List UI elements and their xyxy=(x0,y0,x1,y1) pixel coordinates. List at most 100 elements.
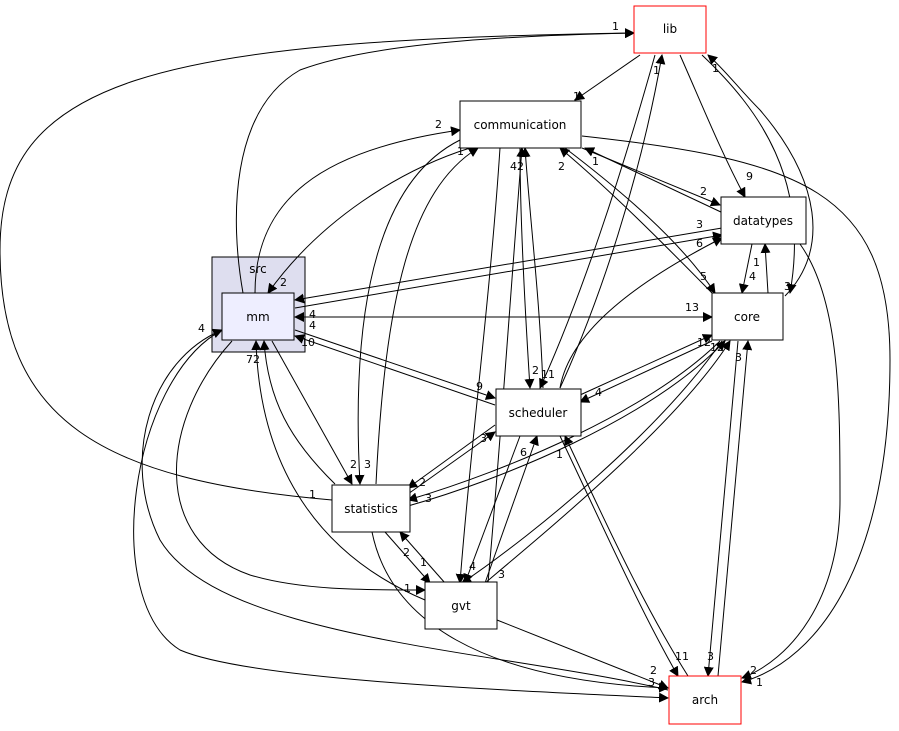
edge-label: 6 xyxy=(520,446,527,459)
node-scheduler-label: scheduler xyxy=(509,406,568,420)
edge-core-gvt xyxy=(461,340,723,584)
edge-label: 11 xyxy=(541,368,555,381)
edge-label: 2 xyxy=(750,664,757,677)
node-gvt-box xyxy=(424,581,498,630)
node-communication-label: communication xyxy=(474,118,567,132)
edge-communication-statistics xyxy=(354,139,461,485)
edge-label: 1 xyxy=(556,448,563,461)
node-lib-box xyxy=(633,5,707,54)
edge-label: 4 xyxy=(198,322,205,335)
edge-core-communication xyxy=(559,147,713,294)
edge-label: 1 xyxy=(612,20,619,33)
edge-scheduler-core xyxy=(579,334,713,396)
edge-scheduler-datatypes xyxy=(559,237,723,389)
edge-datatypes-arch xyxy=(741,243,841,680)
node-scheduler[interactable]: scheduler xyxy=(495,388,582,437)
edge-label: 5 xyxy=(700,270,707,283)
edge-statistics-lib xyxy=(0,28,635,501)
edge-label: 1 xyxy=(573,90,580,103)
cluster-label: src xyxy=(249,262,267,276)
edge-labels-layer: 1 1 1 1 1 2 2 9 42 2 1 2 2 11 3 6 5 1 4 … xyxy=(198,20,791,689)
edge-gvt-mm xyxy=(251,340,426,601)
edge-scheduler-arch xyxy=(559,435,679,677)
edge-label: 1 xyxy=(712,62,719,75)
edge-datatypes-mm xyxy=(294,227,723,304)
node-gvt-label: gvt xyxy=(451,599,471,613)
edge-mm-datatypes xyxy=(294,231,723,309)
edge-label: 2 xyxy=(435,118,442,131)
edge-label: 2 xyxy=(650,664,657,677)
edge-scheduler-gvt xyxy=(463,435,521,584)
node-datatypes-label: datatypes xyxy=(733,214,793,228)
edge-statistics-scheduler xyxy=(407,431,496,495)
edge-scheduler-statistics xyxy=(407,424,496,489)
edge-label: 2 xyxy=(350,458,357,471)
edge-statistics-communication xyxy=(375,147,479,485)
edge-mm-gvt xyxy=(176,340,426,595)
edge-statistics-core xyxy=(407,340,726,507)
edge-lib-communication xyxy=(574,54,641,101)
edge-mm-scheduler xyxy=(294,329,496,400)
edge-label: 3 xyxy=(480,432,487,445)
node-mm[interactable]: mm xyxy=(221,292,295,341)
edge-label: 2 xyxy=(700,185,707,198)
node-mm-label: mm xyxy=(246,310,269,324)
edge-label: 4 xyxy=(309,308,316,321)
edges-layer xyxy=(0,28,891,703)
edge-label: 9 xyxy=(476,380,483,393)
node-communication-box xyxy=(459,100,582,149)
edge-label: 1 xyxy=(753,256,760,269)
node-gvt[interactable]: gvt xyxy=(424,581,498,630)
edge-communication-gvt xyxy=(455,147,501,584)
edge-communication-mm xyxy=(267,147,471,294)
edge-label: 4 xyxy=(749,270,756,283)
edge-arch-scheduler xyxy=(564,435,689,677)
node-datatypes[interactable]: datatypes xyxy=(720,196,807,245)
edge-gvt-statistics xyxy=(399,531,446,584)
node-arch-label: arch xyxy=(692,693,718,707)
node-core-box xyxy=(711,292,784,341)
node-core-label: core xyxy=(734,310,760,324)
edge-statistics-arch xyxy=(371,531,669,693)
edge-label: 2 xyxy=(419,476,426,489)
edge-label: 3 xyxy=(498,568,505,581)
edge-label: 4 xyxy=(595,386,602,399)
edge-label: 72 xyxy=(246,353,260,366)
edge-label: 4 xyxy=(469,560,476,573)
edge-gvt-core xyxy=(484,340,731,584)
edge-label: 12 xyxy=(710,341,724,354)
edge-label: 3 xyxy=(735,351,742,364)
edge-label: 3 xyxy=(364,458,371,471)
edge-scheduler-lib xyxy=(559,54,666,389)
node-communication[interactable]: communication xyxy=(459,100,582,149)
edge-arch-core xyxy=(717,340,753,677)
edge-statistics-mm xyxy=(259,340,336,485)
node-statistics[interactable]: statistics xyxy=(331,484,411,533)
edge-core-datatypes xyxy=(760,243,771,294)
edge-label: 1 xyxy=(420,556,427,569)
node-arch-box xyxy=(668,675,742,725)
edge-label: 12 xyxy=(697,336,711,349)
node-arch[interactable]: arch xyxy=(668,675,742,725)
edge-mm-communication xyxy=(254,126,461,294)
edge-label: 13 xyxy=(685,301,699,314)
edge-core-scheduler xyxy=(579,340,713,403)
edge-datatypes-core xyxy=(738,243,753,294)
edge-label: 2 xyxy=(403,546,410,559)
edge-label: 1 xyxy=(457,145,464,158)
edge-label: 42 xyxy=(510,160,524,173)
edge-scheduler-communication xyxy=(520,147,544,389)
edge-label: 1 xyxy=(309,488,316,501)
node-core[interactable]: core xyxy=(711,292,784,341)
node-datatypes-box xyxy=(720,196,807,245)
edge-label: 3 xyxy=(696,218,703,231)
node-lib[interactable]: lib xyxy=(633,5,707,54)
node-scheduler-box xyxy=(495,388,582,437)
edge-mm-lib xyxy=(235,28,635,294)
edge-mm-statistics xyxy=(271,340,353,485)
edge-datatypes-communication xyxy=(584,147,724,214)
edge-lib-core xyxy=(701,54,797,294)
edge-label: 10 xyxy=(301,336,315,349)
edge-label: 1 xyxy=(592,155,599,168)
